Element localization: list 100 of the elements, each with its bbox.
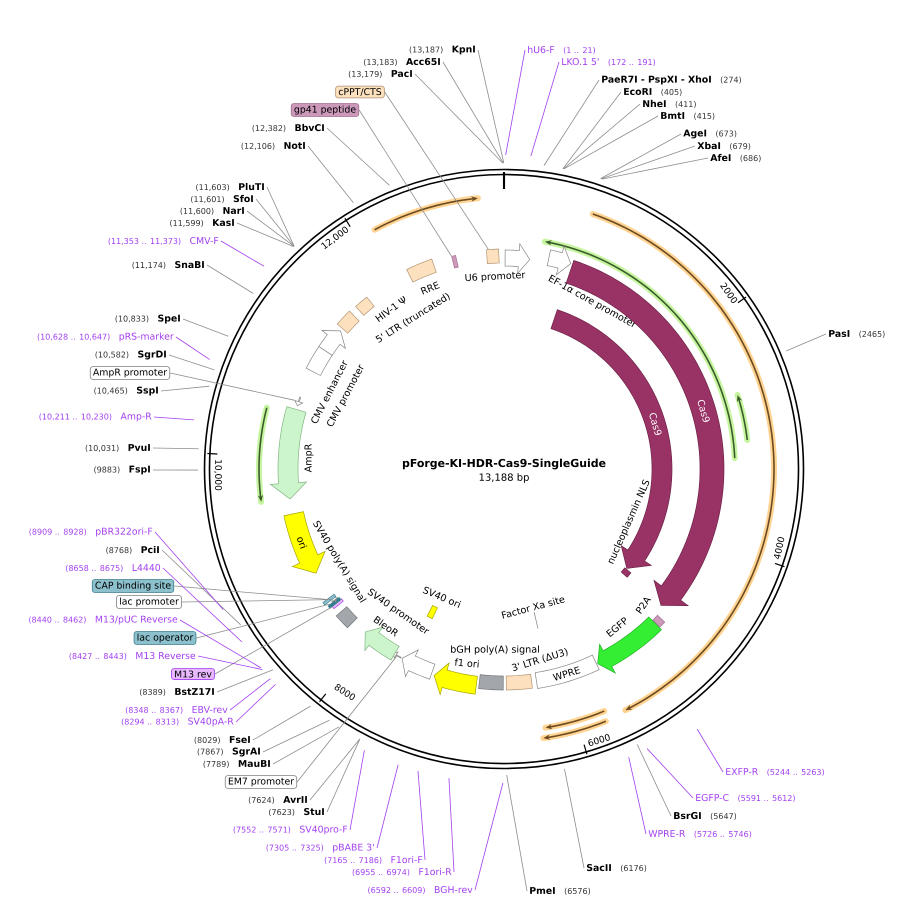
leader-line: [600, 134, 682, 180]
leader-line: [162, 550, 242, 626]
scale-label: 4000: [774, 537, 784, 560]
leader-line: [154, 416, 194, 420]
leader-line: [182, 599, 332, 602]
primer-label: (11,353 .. 11,373) CMV-F: [108, 237, 218, 245]
leader-line: [564, 768, 584, 868]
leader-line: [563, 104, 640, 170]
leader-line: [308, 146, 354, 204]
leader-line: [786, 334, 826, 352]
restriction-site-label: BmtI (415): [661, 112, 714, 120]
feature-label: ori: [297, 537, 308, 549]
leader-line: [326, 128, 390, 186]
restriction-site-label: (11,600) NarI: [180, 207, 244, 215]
restriction-site-label: AfeI (686): [710, 154, 761, 162]
primer-label: (7305 .. 7325) pBABE 3': [266, 844, 374, 852]
feature-label-box: lac operator: [134, 631, 196, 645]
leader-line: [252, 706, 311, 740]
leader-line: [506, 774, 528, 892]
leader-line: [262, 720, 330, 752]
feature-label: bGH poly(A) signal: [451, 645, 539, 655]
restriction-site-label: (11,174) SnaBI: [132, 261, 204, 269]
restriction-site-label: (10,031) PvuI: [86, 444, 150, 452]
leader-line: [448, 778, 454, 872]
feature-label: Cas9: [698, 400, 710, 422]
primer-label: (6592 .. 6609) BGH-rev: [368, 886, 472, 894]
feature-label-box: gp41 peptide: [290, 103, 360, 117]
restriction-site-label: (12,382) BbvCI: [252, 124, 324, 132]
feature-label: AmpR: [304, 444, 314, 472]
leader-line: [236, 684, 276, 722]
restriction-site-label: (13,183) Acc65I: [364, 58, 440, 66]
restriction-site-label: (7623) StuI: [269, 808, 324, 816]
leader-line: [505, 50, 526, 156]
leader-line: [474, 782, 504, 890]
restriction-site-label: (10,465) SspI: [94, 386, 158, 396]
leader-line: [180, 620, 262, 668]
leader-line: [198, 656, 263, 670]
restriction-site-label: (12,106) NotI: [242, 142, 305, 150]
restriction-site-label: PmeI (6576): [530, 887, 590, 895]
primer-label: (6955 .. 6974) F1ori-R: [352, 868, 452, 876]
leader-line: [646, 748, 694, 798]
leader-line: [296, 656, 398, 782]
leader-line: [696, 728, 724, 772]
leader-line: [196, 604, 331, 638]
primer-label: (8440 .. 8462) M13/pUC Reverse: [29, 616, 178, 624]
feature-label: f1 ori: [454, 658, 479, 668]
leader-line: [174, 586, 328, 600]
restriction-site-label: (13,187) KpnI: [410, 46, 475, 54]
feature-label-box: EM7 promoter: [224, 775, 298, 789]
leader-line: [530, 62, 560, 157]
restriction-site-label: (11,599) KasI: [170, 219, 234, 227]
leader-line: [628, 756, 646, 834]
leader-line: [266, 186, 295, 247]
leader-line: [206, 264, 254, 294]
restriction-site-label: AgeI (673): [683, 130, 736, 138]
feature-label-box: lac promoter: [116, 595, 182, 609]
feature-label-box: M13 rev: [171, 668, 215, 680]
leader-line: [214, 606, 333, 674]
leader-line: [636, 744, 672, 816]
restriction-site-label: XbaI (679): [697, 142, 750, 150]
leader-line: [272, 726, 340, 764]
feature-label: Cas9: [650, 413, 662, 436]
primer-label: WPRE-R (5726 .. 5746): [648, 830, 752, 838]
leader-line: [534, 612, 538, 629]
restriction-site-label: (8768) PciI: [106, 546, 159, 554]
primer-label: (10,628 .. 10,647) pRS-marker: [38, 332, 174, 342]
plasmid-size: 13,188 bp: [480, 473, 529, 483]
leader-line: [152, 448, 200, 450]
restriction-site-label: BsrGI (5647): [674, 812, 736, 820]
leader-line: [236, 222, 294, 248]
leader-line: [168, 354, 215, 370]
leader-line: [384, 92, 489, 250]
leader-line: [376, 764, 399, 848]
leader-line: [350, 750, 365, 830]
leader-line: [564, 116, 658, 170]
feature-label-box: CAP binding site: [92, 579, 174, 593]
feature-label: U6 promoter: [465, 272, 526, 282]
leader-line: [246, 210, 295, 247]
primer-label: EGFP-C (5591 .. 5612): [696, 794, 795, 802]
restriction-site-label: PasI (2465): [829, 330, 885, 338]
leader-line: [442, 62, 504, 164]
restriction-site-label: (13,179) PacI: [348, 70, 412, 78]
restriction-site-label: SacII (6176): [586, 864, 646, 872]
leader-line: [414, 74, 504, 164]
leader-line: [230, 678, 271, 710]
primer-label: (8427 .. 8443) M13 Reverse: [70, 652, 196, 660]
primer-label: (10,211 .. 10,230) Amp-R: [39, 412, 152, 422]
restriction-site-label: (7789) MauBI: [204, 760, 270, 768]
restriction-site-label: EcoRI (405): [624, 88, 682, 96]
leader-line: [160, 386, 210, 392]
primer-label: (8348 .. 8367) EBV-rev: [126, 706, 228, 714]
restriction-site-label: (11,603) PluTI: [196, 182, 264, 192]
leader-line: [418, 770, 426, 860]
restriction-site-label: NheI (411): [643, 100, 696, 108]
primer-label: EXFP-R (5244 .. 5263): [726, 768, 824, 776]
primer-label: (8909 .. 8928) pBR322ori-F: [29, 528, 152, 537]
primer-label: hU6-F (1 .. 21): [528, 46, 596, 54]
primer-label: LKO.1 5' (172 .. 191): [562, 58, 655, 66]
restriction-site-label: (8389) BstZ17I: [140, 688, 214, 696]
leader-line: [478, 50, 504, 164]
